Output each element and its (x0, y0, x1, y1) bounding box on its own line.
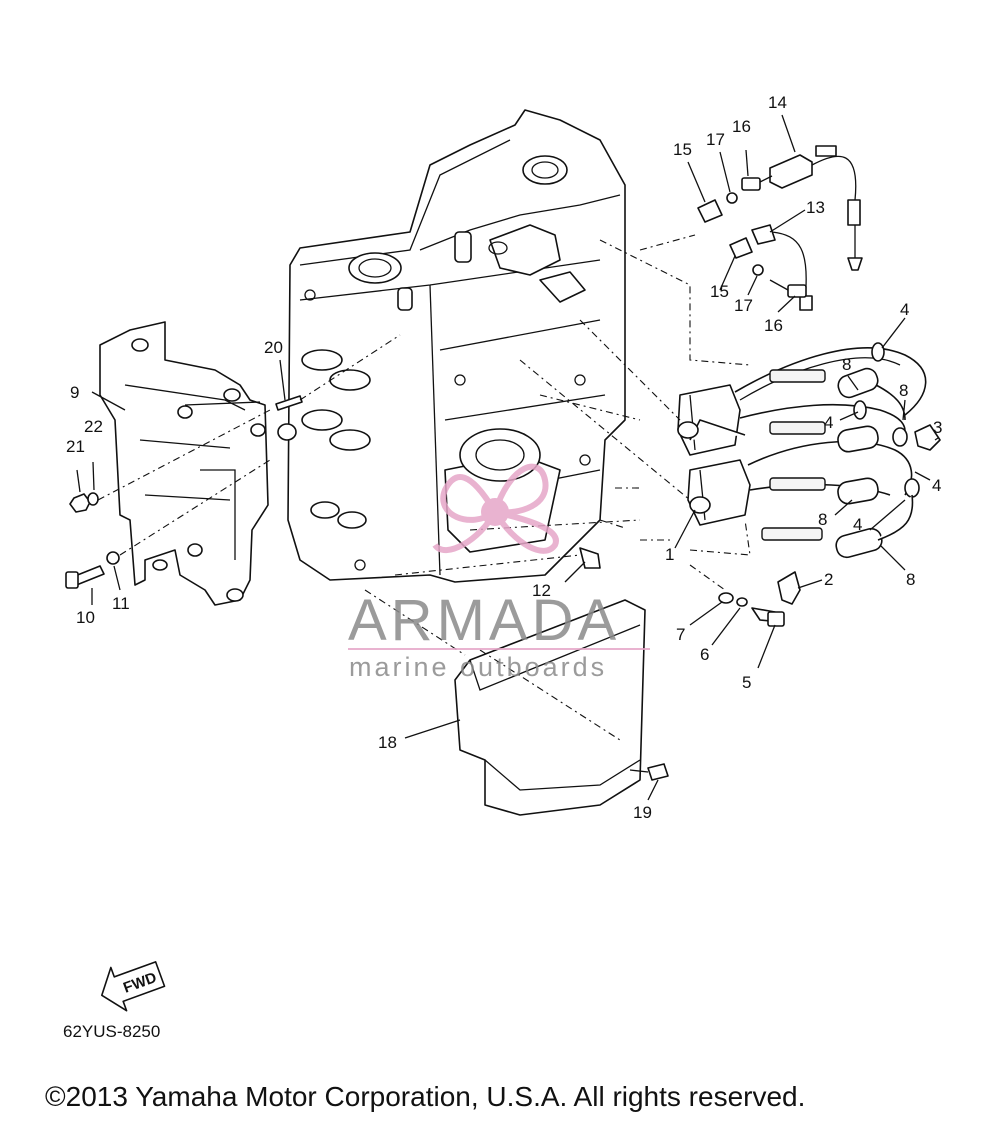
callout-7: 7 (676, 625, 685, 644)
watermark-logo-icon (432, 463, 559, 554)
callout-22: 22 (84, 417, 103, 436)
watermark-brand: ARMADA (348, 588, 620, 653)
callout-16-b: 16 (764, 316, 783, 335)
diagram-code: 62YUS-8250 (63, 1022, 160, 1041)
washer-part-7 (718, 592, 734, 604)
callout-19: 19 (633, 803, 652, 822)
bolt-part-10 (65, 565, 105, 589)
callout-9: 9 (70, 383, 79, 402)
callout-labels: 1 2 3 4 4 4 4 5 6 7 8 8 8 8 9 10 11 12 1… (66, 93, 942, 822)
watermark-tagline: marine outboards (349, 652, 607, 682)
plug-cap-part-8 (835, 367, 914, 559)
callout-13: 13 (806, 198, 825, 217)
switch-part-14 (769, 145, 863, 271)
callout-17-a: 17 (706, 130, 725, 149)
callout-8-b: 8 (899, 381, 908, 400)
stud-part-20 (275, 395, 303, 411)
plate-part-15 (697, 199, 753, 259)
washer-part-17 (726, 192, 764, 276)
sensor-part-12 (579, 547, 601, 569)
callout-11: 11 (112, 594, 130, 613)
callout-4-c: 4 (932, 476, 941, 495)
clip-part-2 (777, 571, 801, 605)
callout-21: 21 (66, 437, 85, 456)
clamp-part-3 (914, 424, 941, 451)
callout-20: 20 (264, 338, 283, 357)
callout-2: 2 (824, 570, 833, 589)
cylinder-block (277, 109, 626, 583)
callout-15-a: 15 (673, 140, 692, 159)
callout-17-b: 17 (734, 296, 753, 315)
spark-plugs (761, 369, 826, 541)
washer-part-6 (736, 597, 748, 607)
callout-8-a: 8 (842, 355, 851, 374)
leader-lines (76, 114, 939, 801)
callout-10: 10 (76, 608, 95, 627)
forward-arrow-icon: FWD (101, 961, 166, 1012)
callout-4-a: 4 (900, 300, 909, 319)
callout-3: 3 (933, 418, 942, 437)
watermark: ARMADA marine outboards (348, 463, 650, 682)
watermark-underline (348, 648, 650, 650)
callout-16-a: 16 (732, 117, 751, 136)
callout-6: 6 (700, 645, 709, 664)
bolt-part-5 (751, 607, 785, 627)
ignition-coil-part-1 (677, 384, 751, 526)
callout-4-d: 4 (853, 515, 862, 534)
bracket-part-9 (99, 321, 269, 606)
copyright-notice: ©2013 Yamaha Motor Corporation, U.S.A. A… (45, 1081, 805, 1112)
callout-12: 12 (532, 581, 551, 600)
bolt-part-16 (741, 175, 807, 298)
washer-part-11 (106, 551, 120, 565)
bolt-part-19 (629, 763, 669, 781)
assembly-lines (97, 234, 751, 741)
callout-4-b: 4 (824, 413, 833, 432)
washer-part-22 (87, 492, 99, 506)
nut-part-21 (69, 493, 91, 513)
callout-8-d: 8 (906, 570, 915, 589)
callout-18: 18 (378, 733, 397, 752)
callout-5: 5 (742, 673, 751, 692)
callout-8-c: 8 (818, 510, 827, 529)
cover-part-18 (454, 599, 646, 816)
callout-15-b: 15 (710, 282, 729, 301)
callout-14: 14 (768, 93, 787, 112)
callout-1: 1 (665, 545, 674, 564)
